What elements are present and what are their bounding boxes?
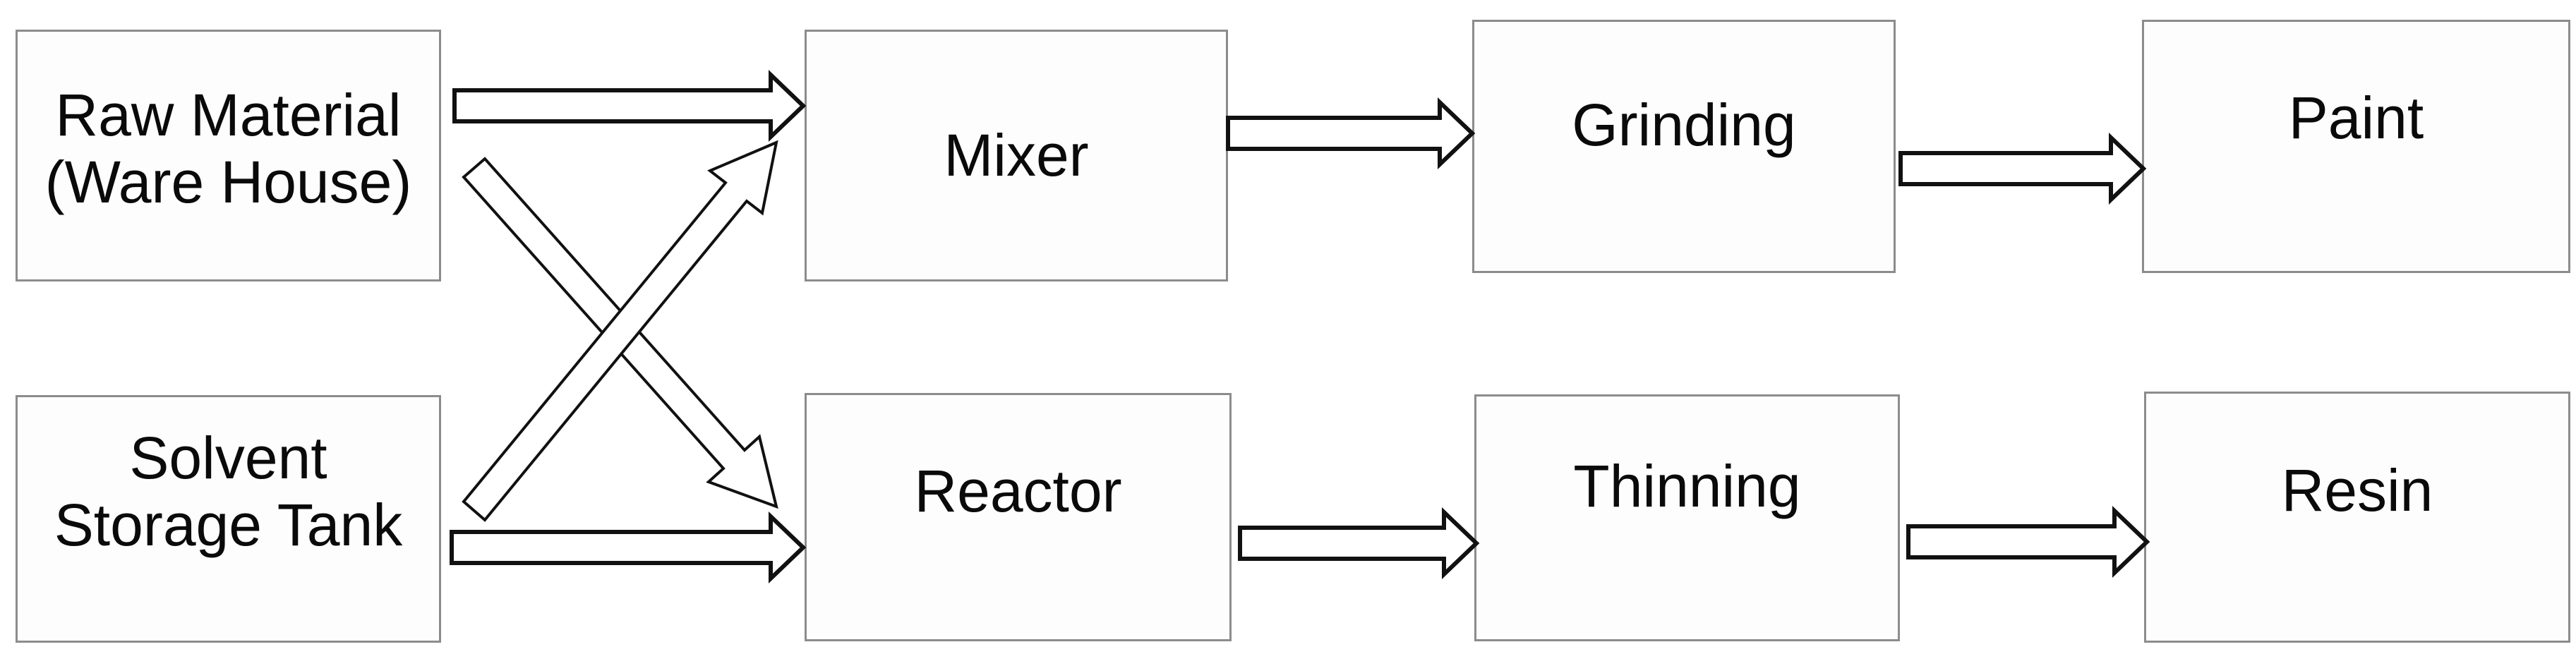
node-resin: Resin bbox=[2144, 392, 2570, 643]
node-solvent-storage-tank: Solvent Storage Tank bbox=[16, 395, 441, 643]
arrow-thinning-to-resin bbox=[1906, 505, 2150, 579]
arrow-grinding-to-paint bbox=[1898, 132, 2147, 205]
arrow-solvent-to-reactor bbox=[450, 511, 807, 584]
node-mixer: Mixer bbox=[805, 30, 1228, 281]
node-paint: Paint bbox=[2142, 20, 2570, 273]
arrow-mixer-to-grinding bbox=[1226, 97, 1476, 170]
node-reactor: Reactor bbox=[805, 393, 1232, 641]
arrow-reactor-to-thinning bbox=[1238, 507, 1480, 580]
arrow-raw-material-to-mixer bbox=[452, 69, 807, 143]
node-grinding: Grinding bbox=[1472, 20, 1896, 273]
arrow-raw-material-to-reactor bbox=[462, 157, 778, 509]
arrow-solvent-to-mixer bbox=[462, 140, 778, 522]
node-raw-material: Raw Material (Ware House) bbox=[16, 30, 441, 281]
node-thinning: Thinning bbox=[1474, 394, 1900, 641]
